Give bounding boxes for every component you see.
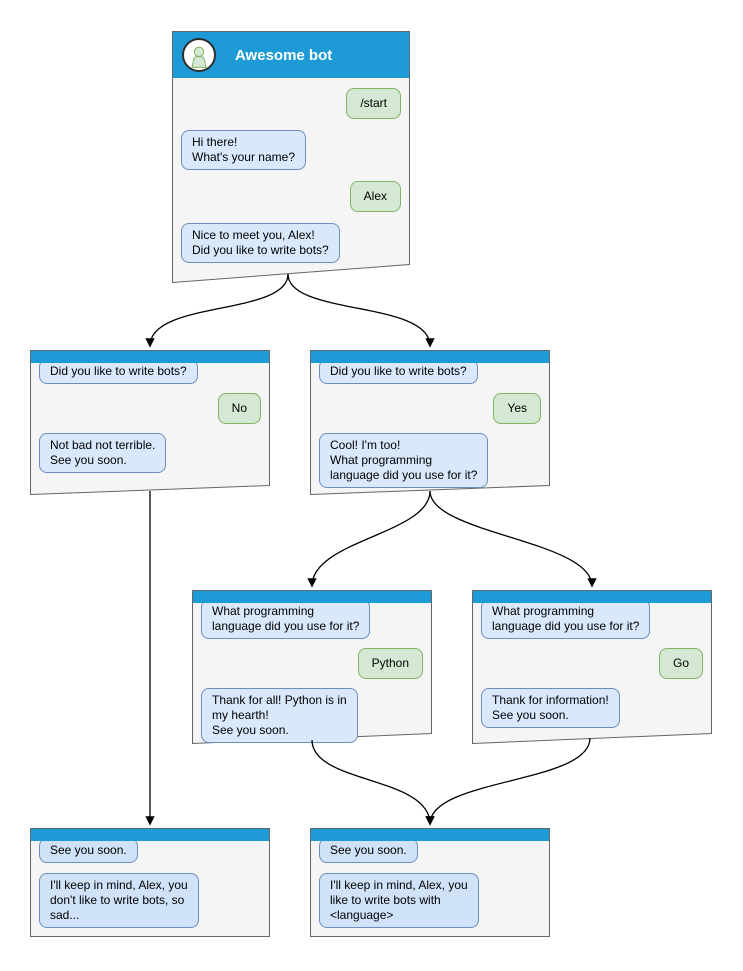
user-message: No xyxy=(217,393,261,424)
bot-message: Did you like to write bots? xyxy=(319,359,478,384)
window-header xyxy=(31,829,269,841)
window-header xyxy=(31,351,269,363)
bot-message: Did you like to write bots? xyxy=(39,359,198,384)
edge-go-to-final-yes xyxy=(430,737,591,824)
bot-message: I'll keep in mind, Alex, you don't like … xyxy=(39,873,199,928)
bot-message: Hi there! What's your name? xyxy=(181,130,307,170)
edge-branch-yes-to-python xyxy=(312,490,431,586)
edge-main-to-branch-yes xyxy=(287,273,430,346)
chat-window-branch-yes: Did you like to write bots? Yes Cool! I'… xyxy=(310,350,550,495)
user-message: Yes xyxy=(493,393,541,424)
bot-message: I'll keep in mind, Alex, you like to wri… xyxy=(319,873,479,928)
window-header: Awesome bot xyxy=(173,32,409,78)
user-message: /start xyxy=(346,88,401,119)
bot-message: What programming language did you use fo… xyxy=(201,599,371,639)
bot-message: What programming language did you use fo… xyxy=(481,599,651,639)
bot-name-title: Awesome bot xyxy=(235,46,333,64)
bot-avatar xyxy=(182,38,216,72)
bot-message: Thank for all! Python is in my hearth! S… xyxy=(201,688,358,743)
bot-message: Thank for information! See you soon. xyxy=(481,688,620,728)
bot-message: See you soon. xyxy=(39,838,138,863)
bot-message: See you soon. xyxy=(319,838,418,863)
chat-window-final-no: See you soon. I'll keep in mind, Alex, y… xyxy=(30,828,270,937)
edge-main-to-branch-no xyxy=(150,273,289,346)
chat-window-branch-no: Did you like to write bots? No Not bad n… xyxy=(30,350,270,495)
edge-branch-yes-to-go xyxy=(429,490,592,586)
bot-message: Nice to meet you, Alex! Did you like to … xyxy=(181,223,340,263)
bot-message: Not bad not terrible. See you soon. xyxy=(39,433,167,473)
bot-message: Cool! I'm too! What programming language… xyxy=(319,433,489,488)
user-message: Alex xyxy=(349,181,401,212)
window-header xyxy=(311,351,549,363)
chat-window-main: Awesome bot /start Hi there! What's your… xyxy=(172,31,410,283)
chat-window-final-yes: See you soon. I'll keep in mind, Alex, y… xyxy=(310,828,550,937)
window-header xyxy=(193,591,431,603)
user-message: Python xyxy=(357,648,423,679)
chat-window-branch-go: What programming language did you use fo… xyxy=(472,590,712,744)
window-header xyxy=(311,829,549,841)
chat-window-branch-python: What programming language did you use fo… xyxy=(192,590,432,744)
edge-python-to-final-yes xyxy=(311,739,430,824)
user-message: Go xyxy=(658,648,703,679)
window-header xyxy=(473,591,711,603)
person-icon xyxy=(191,46,207,68)
